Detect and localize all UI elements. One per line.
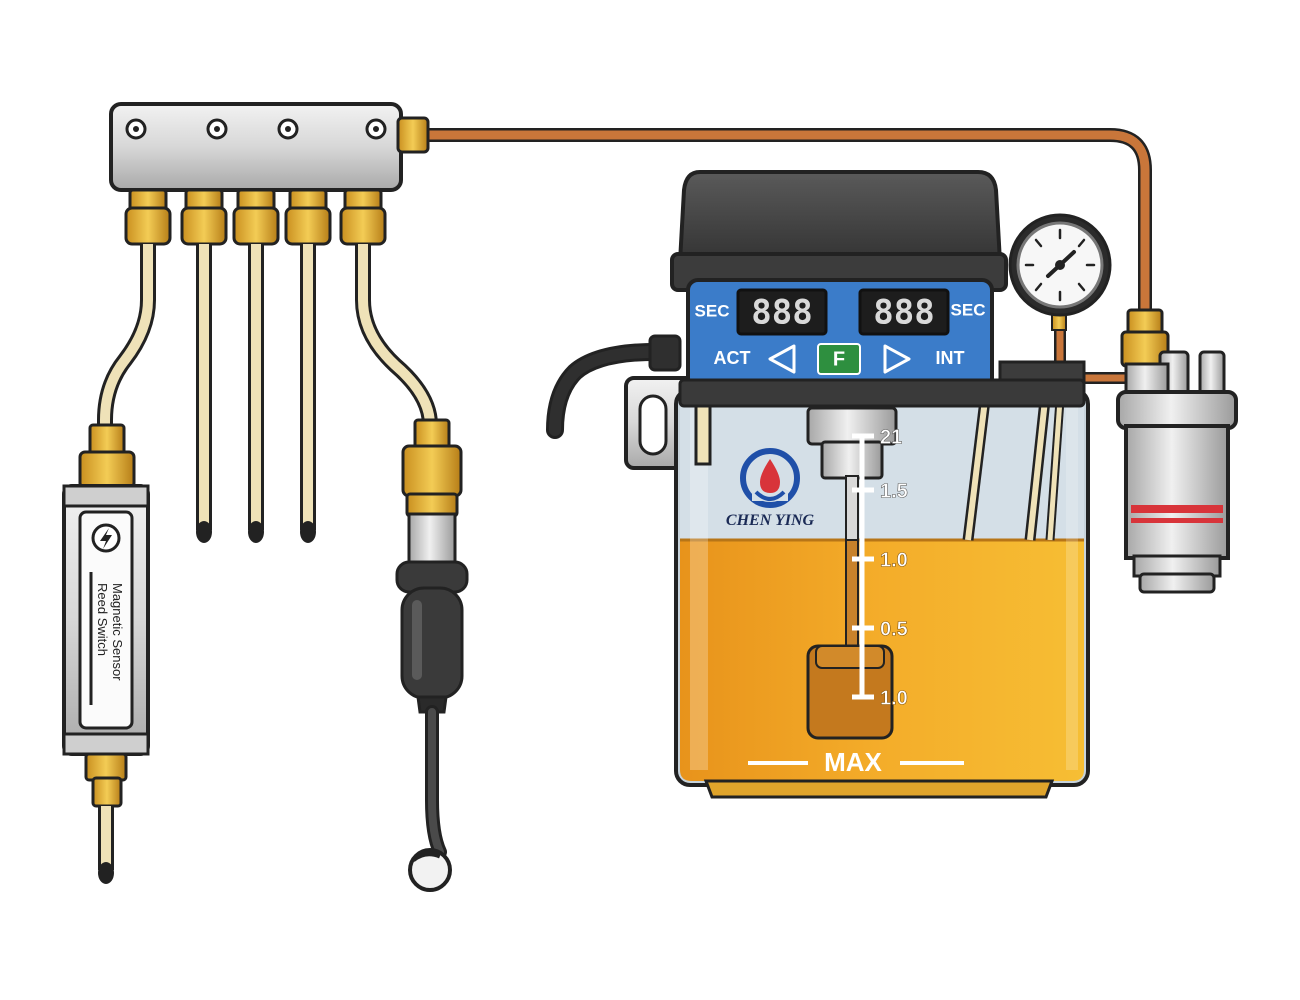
arrow-right-button[interactable]: [883, 344, 911, 374]
oil-feed-tubes: [97, 244, 438, 543]
float-level-indicator: [806, 406, 898, 740]
sensor-label-line2: Reed Switch: [95, 583, 110, 656]
scale-tick-label: 0.5: [880, 618, 908, 640]
chen-ying-logo: CHEN YING: [726, 448, 815, 529]
max-level-label: MAX: [824, 747, 882, 777]
act-display-digits: 888: [751, 293, 812, 333]
level-scale: 21 1.5 1.0 0.5 1.0 MAX: [748, 426, 964, 777]
arrow-left-icon: [768, 344, 796, 374]
scale-tick-label: 1.0: [880, 687, 908, 709]
brand-name: CHEN YING: [726, 512, 815, 529]
scale-tick-label: 21: [880, 426, 902, 448]
arrow-left-button[interactable]: [768, 344, 796, 374]
mounting-hole: [125, 118, 387, 140]
control-panel: SEC SEC 888 888 ACT INT F: [678, 278, 1086, 408]
act-label: ACT: [714, 348, 751, 368]
int-label: INT: [936, 348, 965, 368]
pressure-gauge-icon: [1008, 213, 1112, 331]
scale-tick-label: 1.5: [880, 480, 908, 502]
sensor-label-line1: Magnetic Sensor: [110, 583, 125, 681]
scale-tick-label: 1.0: [880, 549, 908, 571]
f-function-button[interactable]: F: [817, 343, 861, 375]
int-time-display: 888: [858, 288, 950, 336]
act-time-display: 888: [736, 288, 828, 336]
brass-fittings: [124, 188, 387, 246]
oil-filter-assembly: [1116, 308, 1238, 594]
arrow-right-icon: [883, 344, 911, 374]
lightning-icon: [91, 523, 121, 553]
distribution-manifold: [109, 102, 430, 246]
int-display-digits: 888: [873, 293, 934, 333]
sec-label-right: SEC: [951, 300, 986, 319]
lubrication-pump-unit: 21 1.5 1.0 0.5 1.0 MAX CHEN YING: [546, 170, 1090, 799]
sec-label-left: SEC: [695, 301, 730, 320]
quick-connector-probe: [395, 418, 469, 892]
f-button-label: F: [833, 348, 845, 370]
magnetic-sensor-reed-switch: Magnetic Sensor Reed Switch: [62, 423, 150, 884]
